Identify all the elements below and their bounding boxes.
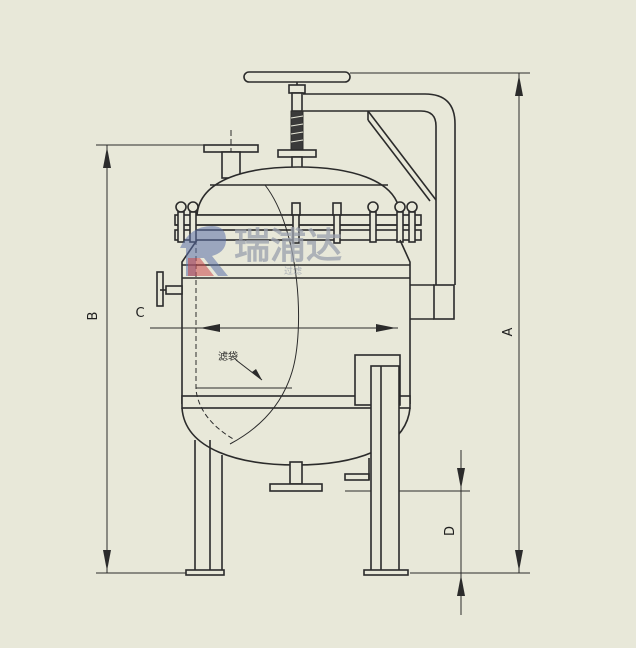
watermark-text: 瑞浦达 bbox=[234, 226, 342, 267]
filter-bag: 滤袋 bbox=[195, 184, 300, 445]
watermark-subtext: 过滤 bbox=[284, 265, 302, 277]
side-valve bbox=[156, 271, 183, 307]
eye-bolt bbox=[367, 201, 379, 243]
eye-bolt bbox=[291, 202, 301, 244]
vessel-lid bbox=[196, 166, 401, 216]
handwheel bbox=[243, 71, 351, 176]
watermark-logo: 瑞浦达 过滤 bbox=[180, 226, 342, 277]
dimension-c-label: C bbox=[135, 306, 144, 321]
lifting-arm bbox=[303, 93, 456, 320]
eye-bolt bbox=[332, 202, 342, 244]
dimension-a: A bbox=[350, 72, 530, 574]
dimension-b-label: B bbox=[86, 312, 101, 321]
dimension-c: C bbox=[135, 306, 398, 332]
dimension-d-label: D bbox=[443, 526, 458, 536]
support-legs bbox=[185, 365, 409, 576]
filter-bag-annotation: 滤袋 bbox=[218, 350, 238, 363]
eye-bolt bbox=[406, 201, 418, 243]
dimension-d: D bbox=[345, 450, 470, 615]
eye-bolt bbox=[187, 201, 199, 243]
eye-bolt bbox=[394, 201, 406, 243]
eye-bolt bbox=[175, 201, 187, 243]
drain-flange bbox=[269, 461, 323, 492]
eye-bolts bbox=[175, 201, 418, 244]
dimension-a-label: A bbox=[501, 327, 516, 336]
